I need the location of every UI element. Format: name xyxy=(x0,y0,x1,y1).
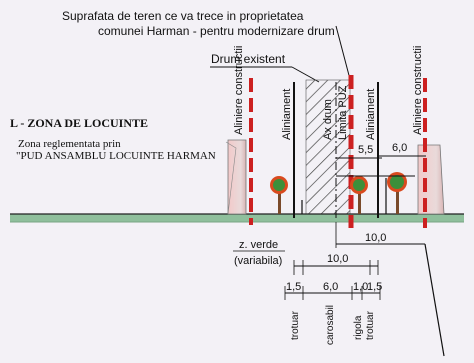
dim-1-0: 1,0 xyxy=(353,281,368,293)
zona-title: L - ZONA DE LOCUINTE xyxy=(10,116,148,130)
existing-road-hatch xyxy=(306,80,350,220)
trotuar-left-label: trotuar xyxy=(290,310,301,340)
building-right xyxy=(417,144,445,215)
header-line-2: comunei Harman - pentru modernizare drum xyxy=(98,24,335,38)
dim-1-5-right: 1,5 xyxy=(367,281,382,293)
dim-10-right: 10,0 xyxy=(365,232,386,244)
z-verde-label: z. verde xyxy=(239,239,278,251)
diagonal-leader xyxy=(424,243,445,357)
dim-5-5: 5,5 xyxy=(358,144,373,156)
dim-6-0-top: 6,0 xyxy=(392,142,407,154)
z-verde-variabila: (variabila) xyxy=(234,255,282,267)
limita-puz-label: Limita PUZ xyxy=(337,85,349,140)
zona-sub-2: "PUD ANSAMBLU LOCUINTE HARMAN xyxy=(16,150,216,162)
dim-6-0-bottom: 6,0 xyxy=(323,281,338,293)
dim-1-5-left: 1,5 xyxy=(286,281,301,293)
tree-right xyxy=(387,172,407,214)
ax-drum-label: Ax drum xyxy=(322,99,334,140)
zona-sub-1: Zona reglementata prin xyxy=(18,138,121,150)
drum-existent-label: Drum existent xyxy=(211,52,286,66)
rigola-label: rigola xyxy=(353,315,364,340)
header-leader xyxy=(335,25,352,84)
aliniament-right-label: Aliniament xyxy=(365,89,377,140)
ground-strip xyxy=(10,214,464,222)
aliniere-left-label: Aliniere constructii xyxy=(233,46,245,135)
carosabil-label: carosabil xyxy=(325,305,336,345)
header-line-1: Suprafata de teren ce va trece in propri… xyxy=(62,9,304,23)
tree-left xyxy=(270,176,288,214)
dim-10-mid: 10,0 xyxy=(327,253,348,265)
building-left xyxy=(227,139,247,215)
drum-existent-leader xyxy=(291,66,320,83)
aliniere-right-label: Aliniere constructii xyxy=(412,46,424,135)
tree-mid xyxy=(350,176,368,214)
trotuar-right-label: trotuar xyxy=(365,310,376,340)
aliniament-left-label: Aliniament xyxy=(281,89,293,140)
